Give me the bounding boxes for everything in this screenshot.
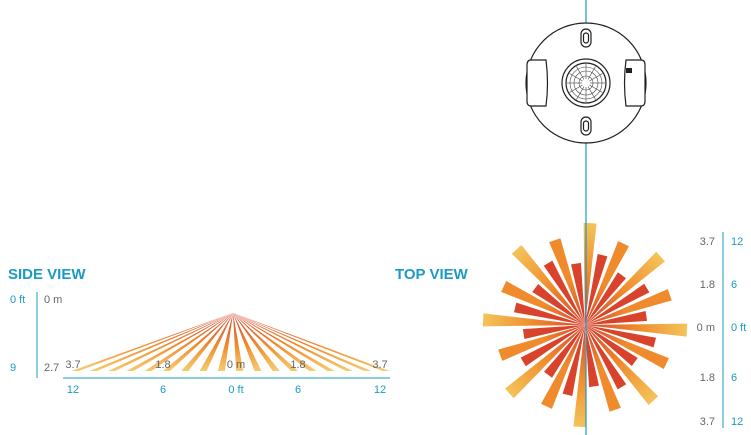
top-coverage-ray bbox=[585, 272, 626, 325]
side-view-title: SIDE VIEW bbox=[8, 266, 86, 283]
top-coverage-ray bbox=[585, 251, 666, 325]
top-view-title: TOP VIEW bbox=[395, 266, 468, 283]
top-coverage-ray bbox=[585, 241, 629, 325]
side-coverage-ray bbox=[233, 313, 299, 371]
top-vertical-m-label: 0 m bbox=[696, 322, 715, 334]
side-vertical-ft-label: 9 bbox=[10, 362, 17, 374]
top-coverage-ray bbox=[571, 262, 585, 325]
side-coverage-ray bbox=[233, 313, 372, 371]
top-coverage-ray bbox=[501, 281, 585, 325]
top-coverage-ray bbox=[511, 244, 585, 325]
side-coverage-ray bbox=[217, 313, 233, 371]
top-coverage-ray bbox=[585, 311, 648, 325]
top-coverage-ray bbox=[522, 325, 585, 339]
top-coverage-ray bbox=[585, 325, 659, 406]
top-coverage-ray bbox=[504, 325, 585, 399]
top-vertical-m-label: 3.7 bbox=[699, 416, 715, 428]
side-coverage-ray bbox=[199, 313, 233, 371]
top-coverage-ray bbox=[585, 289, 672, 325]
side-coverage-ray bbox=[108, 313, 233, 371]
side-vertical-ft-label: 0 ft bbox=[10, 294, 26, 306]
side-horizontal-m-label: 1.8 bbox=[290, 359, 306, 371]
side-coverage-ray bbox=[233, 313, 244, 371]
side-coverage-ray bbox=[233, 313, 390, 371]
top-coverage-ray bbox=[498, 325, 585, 361]
side-horizontal-m-label: 3.7 bbox=[372, 359, 388, 371]
top-coverage-ray bbox=[585, 325, 621, 412]
side-coverage-ray bbox=[162, 313, 233, 371]
top-coverage-ray bbox=[583, 222, 597, 325]
side-vertical-m-label: 0 m bbox=[44, 294, 63, 306]
top-coverage-ray bbox=[585, 325, 638, 366]
top-vertical-ft-label: 12 bbox=[731, 416, 744, 428]
top-coverage-ray bbox=[585, 283, 650, 325]
top-coverage-ray bbox=[585, 325, 657, 348]
top-coverage-ray bbox=[513, 302, 585, 325]
top-view-coverage-pattern bbox=[482, 222, 688, 428]
top-vertical-ft-label: 12 bbox=[731, 236, 744, 248]
side-view-coverage-pattern bbox=[71, 313, 390, 371]
top-vertical-ft-label: 0 ft bbox=[731, 322, 747, 334]
side-coverage-ray bbox=[89, 313, 233, 371]
side-horizontal-m-label: 3.7 bbox=[65, 359, 81, 371]
side-coverage-ray bbox=[126, 313, 233, 371]
top-coverage-ray bbox=[585, 323, 688, 337]
top-vertical-m-label: 3.7 bbox=[699, 236, 715, 248]
top-coverage-ray bbox=[585, 325, 627, 390]
side-horizontal-ft-label: 6 bbox=[294, 384, 302, 396]
top-coverage-ray bbox=[544, 325, 585, 378]
top-coverage-ray bbox=[520, 325, 585, 367]
top-coverage-ray bbox=[482, 313, 585, 327]
top-vertical-m-label: 1.8 bbox=[699, 372, 715, 384]
top-vertical-ft-label: 6 bbox=[731, 279, 738, 291]
side-horizontal-m-label: 1.8 bbox=[155, 359, 171, 371]
top-vertical-m-label: 1.8 bbox=[699, 279, 715, 291]
side-horizontal-ft-label: 12 bbox=[66, 384, 80, 396]
top-coverage-ray bbox=[543, 260, 585, 325]
side-horizontal-ft-label: 6 bbox=[159, 384, 167, 396]
top-coverage-ray bbox=[549, 238, 585, 325]
occupancy-sensor-top-icon bbox=[525, 22, 647, 144]
top-coverage-ray bbox=[573, 325, 587, 428]
side-coverage-ray bbox=[233, 313, 317, 371]
side-horizontal-ft-label: 0 ft bbox=[228, 384, 244, 396]
top-coverage-ray bbox=[532, 284, 585, 325]
side-coverage-ray bbox=[181, 313, 233, 371]
side-coverage-ray bbox=[233, 313, 280, 371]
top-coverage-ray bbox=[562, 325, 585, 397]
top-coverage-ray bbox=[541, 325, 585, 409]
top-coverage-ray bbox=[585, 325, 669, 369]
top-coverage-ray bbox=[585, 253, 608, 325]
side-coverage-ray bbox=[233, 313, 335, 371]
side-coverage-ray bbox=[233, 313, 353, 371]
top-coverage-ray bbox=[585, 325, 599, 388]
side-horizontal-ft-label: 12 bbox=[373, 384, 387, 396]
side-coverage-ray bbox=[144, 313, 233, 371]
side-coverage-ray bbox=[233, 313, 262, 371]
side-coverage-ray bbox=[71, 313, 233, 371]
top-vertical-ft-label: 6 bbox=[731, 372, 738, 384]
side-vertical-m-label: 2.7 bbox=[44, 362, 60, 374]
side-horizontal-m-label: 0 m bbox=[226, 359, 246, 371]
